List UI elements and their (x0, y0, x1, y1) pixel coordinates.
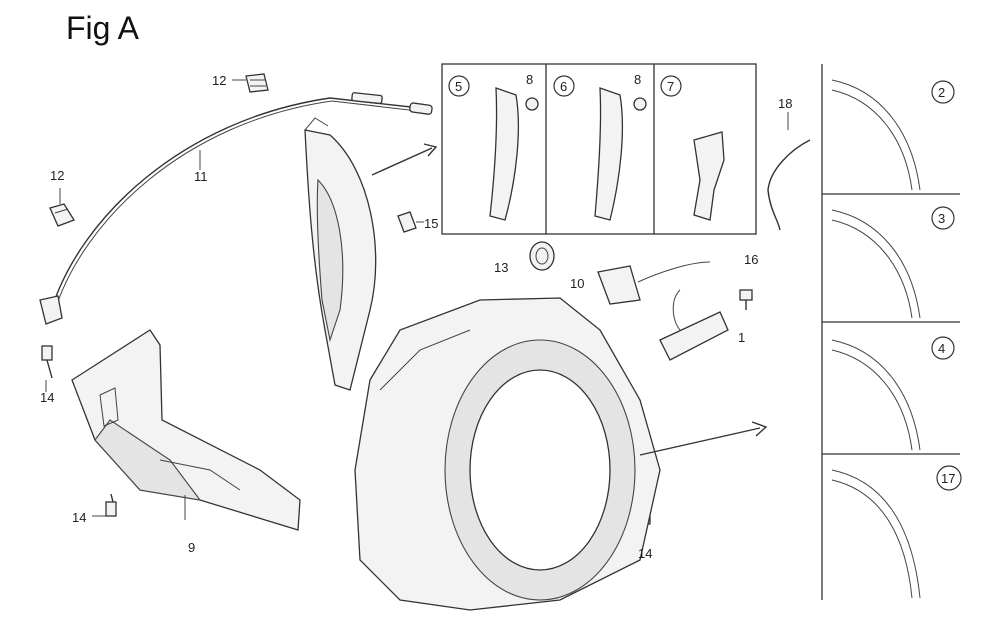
upper-shroud-cover (304, 117, 377, 391)
grommet-upper (232, 73, 269, 93)
callout-16: 16 (744, 252, 758, 267)
callout-10: 10 (570, 276, 584, 291)
grommet-left (49, 188, 75, 227)
callout-2: 2 (938, 85, 945, 100)
callout-circle-3 (931, 206, 955, 230)
figure-title: Fig A (66, 10, 139, 46)
shroud-variant-column (821, 64, 960, 600)
callout-circle-4 (931, 336, 955, 360)
callout-12b: 12 (50, 168, 64, 183)
screw-15 (397, 211, 424, 233)
arrow-head (423, 143, 438, 157)
callout-circle-6 (553, 75, 575, 97)
callout-12a: 12 (212, 73, 226, 88)
callout-14b: 14 (72, 510, 86, 525)
callout-1: 1 (738, 330, 745, 345)
callout-circle-5a (448, 75, 470, 97)
callout-8a: 8 (526, 72, 533, 87)
callout-5a: 5 (455, 79, 462, 94)
callout-13: 13 (494, 260, 508, 275)
callout-9: 9 (188, 540, 195, 555)
arrow-to-variants (639, 427, 761, 456)
control-cable (39, 92, 433, 325)
callout-17: 17 (941, 471, 955, 486)
callout-14c: 14 (638, 546, 652, 561)
fan-shroud-main (354, 297, 661, 611)
rubber-bushing-13 (529, 241, 555, 271)
callout-15: 15 (424, 216, 438, 231)
bolt-16 (739, 289, 753, 310)
arrow-to-detail (371, 147, 433, 176)
callout-circle-7 (660, 75, 682, 97)
screw-14-bottom (92, 493, 117, 517)
screw-14-left (41, 345, 53, 392)
switch-housing-1 (659, 289, 729, 361)
callout-3: 3 (938, 211, 945, 226)
arrow-head-right (751, 421, 768, 437)
callout-11: 11 (194, 169, 208, 184)
callout-18: 18 (778, 96, 792, 111)
wire-lead-18 (767, 112, 811, 231)
callout-14a: 14 (40, 390, 54, 405)
callout-6: 6 (560, 79, 567, 94)
stop-switch-10 (597, 261, 711, 305)
callout-circle-17 (936, 465, 962, 491)
callout-7: 7 (667, 79, 674, 94)
lower-shroud (71, 329, 301, 531)
variant-detail-panel (441, 63, 757, 235)
callout-4: 4 (938, 341, 945, 356)
callout-8b: 8 (634, 72, 641, 87)
callout-circle-2 (931, 80, 955, 104)
